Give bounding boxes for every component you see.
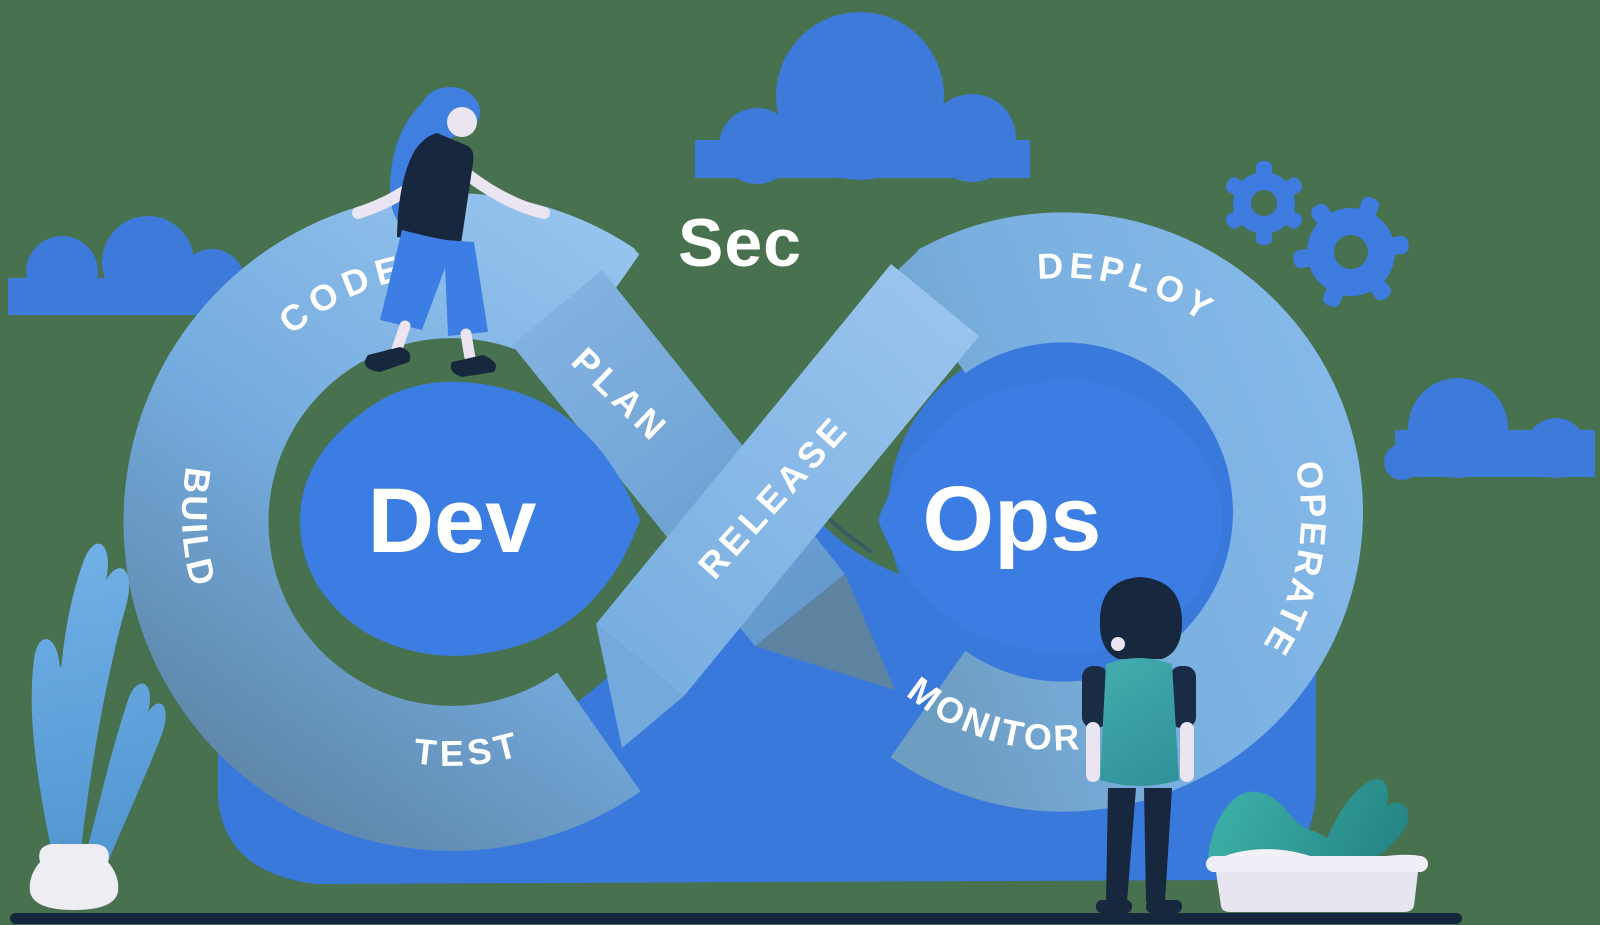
woman-face bbox=[447, 107, 477, 137]
dev-teardrop bbox=[300, 381, 640, 656]
man-right-arm bbox=[1180, 722, 1194, 782]
man-right-leg bbox=[1144, 788, 1172, 902]
planter-lip bbox=[1206, 856, 1428, 872]
woman-top bbox=[397, 133, 474, 244]
ops-title: Ops bbox=[923, 468, 1102, 570]
man-left-leg bbox=[1106, 788, 1136, 902]
dev-title: Dev bbox=[368, 470, 537, 572]
release-ribbon bbox=[596, 264, 979, 696]
planter-body bbox=[1216, 872, 1418, 912]
right-loop-ribbon bbox=[890, 212, 1364, 812]
woman-left-leg bbox=[380, 230, 455, 330]
gear-icon-large bbox=[1293, 196, 1409, 308]
woman-right-shoe bbox=[450, 355, 496, 377]
man-ear bbox=[1111, 637, 1125, 651]
cloud-icon-left bbox=[8, 216, 245, 315]
man-right-shoe bbox=[1146, 900, 1182, 913]
plant-icon bbox=[31, 543, 166, 882]
man-standing-figure bbox=[1082, 577, 1196, 913]
release-ribbon-tail bbox=[596, 624, 684, 748]
cloud-icon-top bbox=[695, 12, 1030, 184]
vase-icon bbox=[29, 844, 119, 910]
woman-right-leg bbox=[444, 240, 488, 336]
cloud-icon-right bbox=[1384, 378, 1595, 480]
sec-title: Sec bbox=[678, 205, 802, 281]
floor-line bbox=[10, 913, 1462, 924]
woman-sitting-figure bbox=[352, 87, 550, 377]
woman-left-shoe bbox=[364, 347, 411, 372]
man-left-sleeve bbox=[1082, 666, 1108, 728]
man-left-arm bbox=[1086, 722, 1100, 782]
loop-gap-notch bbox=[635, 208, 942, 440]
woman-right-arm bbox=[462, 169, 550, 219]
stage-label-build: BUILD bbox=[174, 465, 225, 592]
man-left-shoe bbox=[1096, 900, 1132, 913]
gear-icon-small bbox=[1225, 161, 1303, 245]
man-right-sleeve bbox=[1170, 666, 1196, 728]
man-vest bbox=[1100, 658, 1179, 786]
planter-box-icon bbox=[1206, 778, 1428, 912]
ribbon-fold-shadow bbox=[755, 574, 895, 690]
